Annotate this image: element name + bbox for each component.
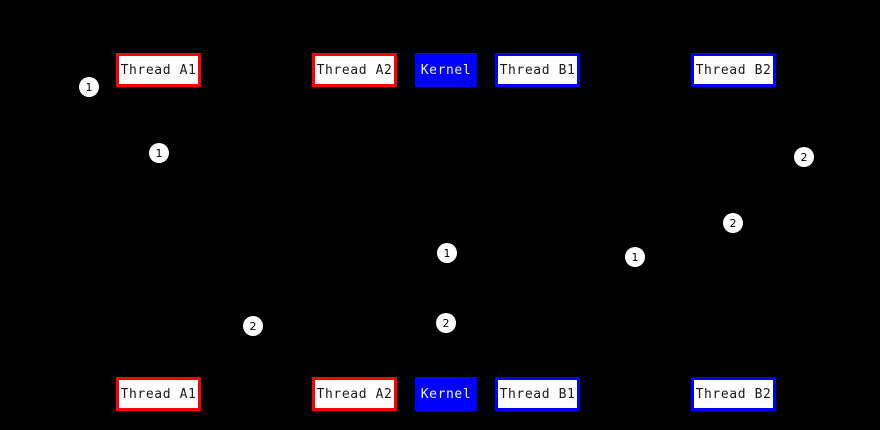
- participant-label: Thread A1: [120, 386, 197, 402]
- message-arrowhead: [346, 149, 354, 157]
- message-line: [158, 153, 354, 154]
- message-arrowhead: [158, 109, 166, 117]
- message-line: [446, 253, 537, 254]
- lifeline-thread-b1: [537, 87, 538, 377]
- message-line-return: [760, 157, 761, 183]
- sequence-number-bullet: 2: [723, 213, 743, 233]
- participant-kernel-top: Kernel: [415, 53, 477, 87]
- message-line: [354, 323, 446, 324]
- participant-thread-b1-top: Thread B1: [495, 53, 580, 87]
- participant-kernel-bottom: Kernel: [415, 377, 477, 411]
- lifeline-kernel: [446, 87, 447, 377]
- message-line-back: [158, 113, 186, 114]
- participant-label: Kernel: [420, 386, 472, 402]
- sequence-number-bullet: 2: [436, 313, 456, 333]
- message-line-return: [185, 87, 186, 113]
- participant-thread-a2-top: Thread A2: [312, 53, 397, 87]
- participant-label: Thread B2: [695, 386, 772, 402]
- participant-label: Kernel: [420, 62, 472, 78]
- participant-thread-a1-bottom: Thread A1: [116, 377, 201, 411]
- message-line-back: [733, 183, 761, 184]
- sequence-number-bullet: 2: [243, 316, 263, 336]
- message-arrowhead: [537, 219, 545, 227]
- participant-thread-a1-top: Thread A1: [116, 53, 201, 87]
- message-arrowhead: [733, 179, 741, 187]
- sequence-number-bullet: 2: [794, 147, 814, 167]
- message-line: [733, 157, 761, 158]
- message-arrowhead: [529, 249, 537, 257]
- sequence-number-bullet: 1: [79, 77, 99, 97]
- participant-label: Thread A2: [316, 62, 393, 78]
- participant-label: Thread A1: [120, 62, 197, 78]
- participant-thread-b2-bottom: Thread B2: [691, 377, 776, 411]
- sequence-number-bullet: 1: [437, 243, 457, 263]
- participant-label: Thread B2: [695, 62, 772, 78]
- lifeline-thread-a2: [354, 87, 355, 377]
- lifeline-thread-a1: [158, 87, 159, 377]
- sequence-number-bullet: 1: [625, 247, 645, 267]
- participant-thread-a2-bottom: Thread A2: [312, 377, 397, 411]
- sequence-number-bullet: 1: [149, 143, 169, 163]
- participant-thread-b1-bottom: Thread B1: [495, 377, 580, 411]
- message-line: [537, 223, 733, 224]
- participant-thread-b2-top: Thread B2: [691, 53, 776, 87]
- participant-label: Thread B1: [499, 386, 576, 402]
- participant-label: Thread A2: [316, 386, 393, 402]
- message-line: [158, 87, 186, 88]
- participant-label: Thread B1: [499, 62, 576, 78]
